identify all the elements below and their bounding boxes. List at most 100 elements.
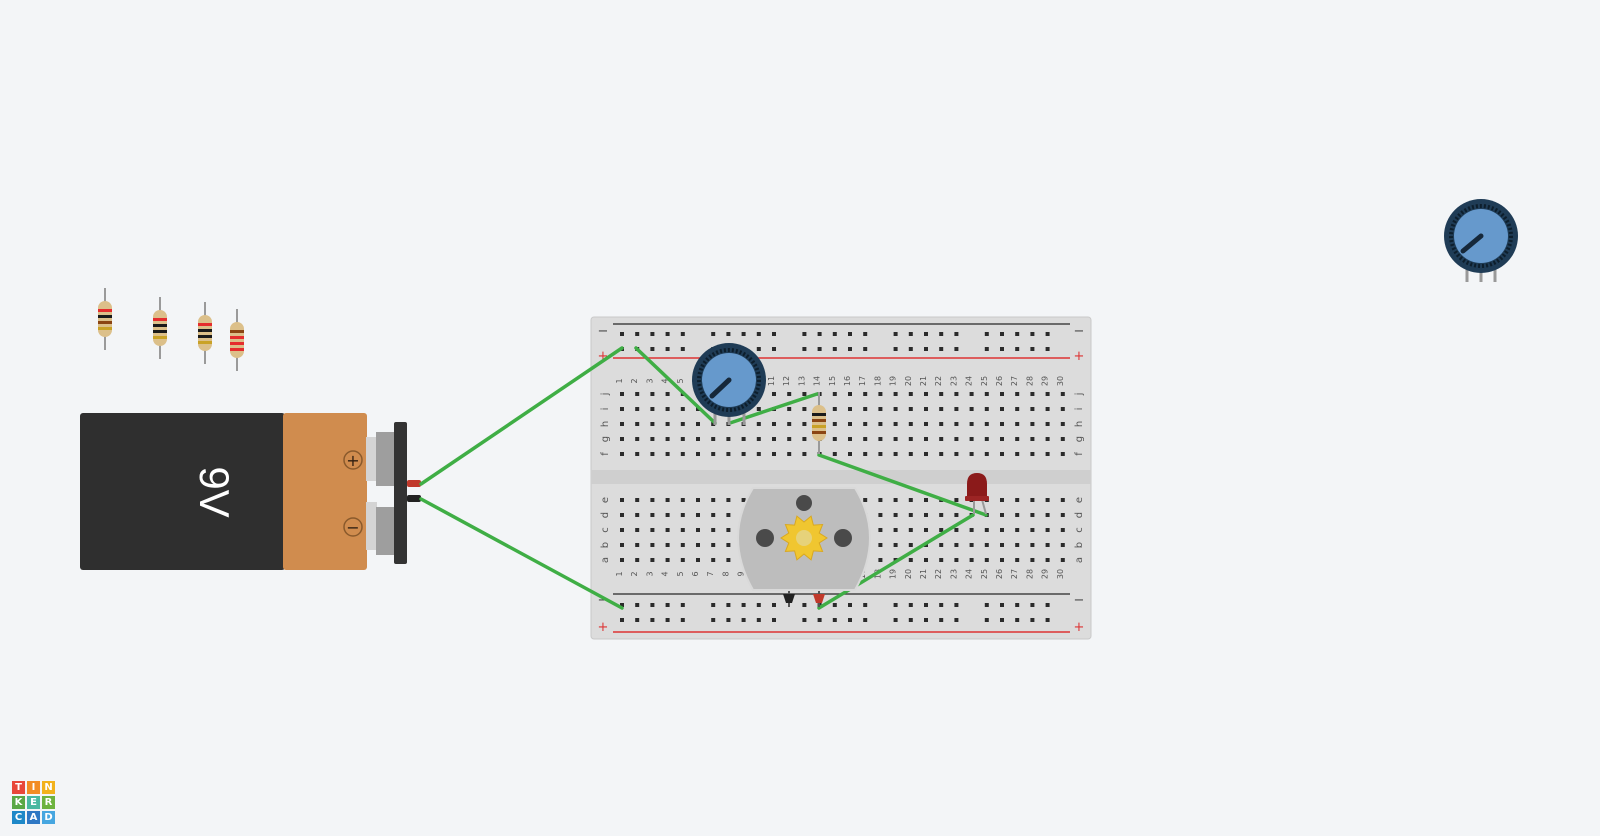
terminal-hole[interactable]	[1060, 437, 1065, 441]
terminal-hole[interactable]	[878, 452, 883, 456]
terminal-hole[interactable]	[1060, 513, 1065, 517]
terminal-hole[interactable]	[620, 528, 624, 532]
terminal-hole[interactable]	[954, 513, 959, 517]
rail-hole[interactable]	[802, 603, 807, 607]
terminal-hole[interactable]	[878, 543, 883, 547]
rail-hole[interactable]	[665, 347, 670, 351]
terminal-hole[interactable]	[680, 513, 685, 517]
rail-hole[interactable]	[635, 332, 640, 336]
terminal-hole[interactable]	[893, 422, 898, 426]
terminal-hole[interactable]	[650, 513, 655, 517]
terminal-hole[interactable]	[635, 513, 640, 517]
terminal-hole[interactable]	[711, 543, 716, 547]
terminal-hole[interactable]	[984, 558, 989, 562]
rail-hole[interactable]	[984, 332, 989, 336]
terminal-hole[interactable]	[1045, 422, 1050, 426]
rail-hole[interactable]	[893, 347, 898, 351]
rail-hole[interactable]	[893, 618, 898, 622]
terminal-hole[interactable]	[726, 452, 731, 456]
terminal-hole[interactable]	[665, 422, 670, 426]
terminal-hole[interactable]	[924, 558, 928, 562]
rail-hole[interactable]	[772, 603, 776, 607]
terminal-hole[interactable]	[1015, 558, 1020, 562]
terminal-hole[interactable]	[1015, 498, 1020, 502]
terminal-hole[interactable]	[863, 498, 868, 502]
terminal-hole[interactable]	[832, 407, 837, 411]
terminal-hole[interactable]	[954, 498, 959, 502]
rail-hole[interactable]	[756, 618, 761, 622]
terminal-hole[interactable]	[665, 543, 670, 547]
terminal-hole[interactable]	[680, 543, 685, 547]
rail-hole[interactable]	[726, 603, 731, 607]
terminal-hole[interactable]	[954, 392, 959, 396]
terminal-hole[interactable]	[1045, 513, 1050, 517]
terminal-hole[interactable]	[848, 437, 852, 441]
terminal-hole[interactable]	[772, 422, 776, 426]
terminal-hole[interactable]	[1030, 543, 1035, 547]
terminal-hole[interactable]	[802, 452, 807, 456]
terminal-hole[interactable]	[635, 407, 640, 411]
terminal-hole[interactable]	[665, 498, 670, 502]
rail-hole[interactable]	[680, 603, 685, 607]
rail-hole[interactable]	[802, 347, 807, 351]
terminal-hole[interactable]	[832, 392, 837, 396]
rail-hole[interactable]	[924, 618, 928, 622]
terminal-hole[interactable]	[635, 392, 640, 396]
terminal-hole[interactable]	[1045, 543, 1050, 547]
rail-hole[interactable]	[802, 332, 807, 336]
terminal-hole[interactable]	[635, 437, 640, 441]
terminal-hole[interactable]	[908, 422, 913, 426]
rail-hole[interactable]	[680, 332, 685, 336]
terminal-hole[interactable]	[893, 543, 898, 547]
terminal-hole[interactable]	[1045, 498, 1050, 502]
terminal-hole[interactable]	[969, 407, 974, 411]
rail-hole[interactable]	[665, 603, 670, 607]
terminal-hole[interactable]	[802, 422, 807, 426]
rail-hole[interactable]	[726, 618, 731, 622]
terminal-hole[interactable]	[1000, 437, 1004, 441]
rail-hole[interactable]	[620, 603, 624, 607]
rail-hole[interactable]	[984, 603, 989, 607]
terminal-hole[interactable]	[1000, 543, 1004, 547]
rail-hole[interactable]	[817, 618, 822, 622]
resistor-on-board[interactable]	[812, 392, 826, 454]
terminal-hole[interactable]	[848, 452, 852, 456]
terminal-hole[interactable]	[939, 392, 944, 396]
terminal-hole[interactable]	[726, 437, 731, 441]
terminal-hole[interactable]	[954, 543, 959, 547]
battery-9v[interactable]: 9V + −	[80, 413, 421, 570]
terminal-hole[interactable]	[772, 452, 776, 456]
terminal-hole[interactable]	[878, 513, 883, 517]
terminal-hole[interactable]	[984, 543, 989, 547]
terminal-hole[interactable]	[1015, 452, 1020, 456]
terminal-hole[interactable]	[696, 558, 700, 562]
terminal-hole[interactable]	[1045, 407, 1050, 411]
rail-hole[interactable]	[680, 347, 685, 351]
terminal-hole[interactable]	[924, 437, 928, 441]
terminal-hole[interactable]	[939, 543, 944, 547]
terminal-hole[interactable]	[696, 452, 700, 456]
potentiometer-free[interactable]	[1444, 199, 1518, 282]
rail-hole[interactable]	[863, 347, 868, 351]
terminal-hole[interactable]	[1045, 392, 1050, 396]
terminal-hole[interactable]	[1000, 407, 1004, 411]
terminal-hole[interactable]	[924, 452, 928, 456]
rail-hole[interactable]	[711, 332, 716, 336]
terminal-hole[interactable]	[939, 513, 944, 517]
terminal-hole[interactable]	[1060, 558, 1065, 562]
terminal-hole[interactable]	[878, 437, 883, 441]
terminal-hole[interactable]	[969, 452, 974, 456]
rail-hole[interactable]	[984, 347, 989, 351]
terminal-hole[interactable]	[1030, 558, 1035, 562]
terminal-hole[interactable]	[787, 407, 792, 411]
terminal-hole[interactable]	[1000, 452, 1004, 456]
potentiometer-on-board[interactable]	[692, 343, 766, 425]
terminal-hole[interactable]	[711, 513, 716, 517]
rail-hole[interactable]	[939, 618, 944, 622]
terminal-hole[interactable]	[680, 437, 685, 441]
terminal-hole[interactable]	[665, 528, 670, 532]
terminal-hole[interactable]	[863, 422, 868, 426]
rail-hole[interactable]	[924, 347, 928, 351]
terminal-hole[interactable]	[680, 422, 685, 426]
